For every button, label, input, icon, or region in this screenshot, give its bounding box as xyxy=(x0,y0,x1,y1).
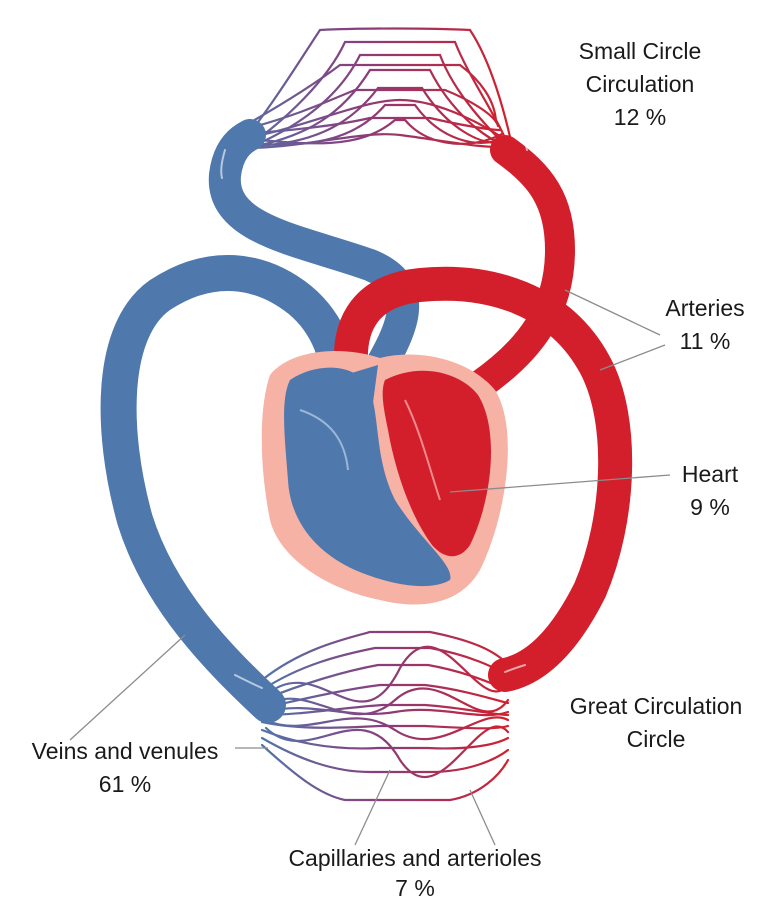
arteries-label: Arteries 11 % xyxy=(650,292,760,358)
pulmonary-capillaries xyxy=(225,29,515,166)
heart-label: Heart 9 % xyxy=(660,458,760,524)
heart xyxy=(262,351,508,604)
great-circle-label: Great Circulation Circle xyxy=(545,690,767,756)
veins-label: Veins and venules 61 % xyxy=(5,735,245,801)
arteries-value: 11 % xyxy=(650,325,760,358)
arteries-name: Arteries xyxy=(650,292,760,325)
pulmonary-vessel-red xyxy=(480,150,560,385)
heart-name: Heart xyxy=(660,458,760,491)
capillaries-leader-2 xyxy=(470,790,495,845)
small-circle-name-2: Circulation xyxy=(545,68,735,101)
small-circle-label: Small Circle Circulation 12 % xyxy=(545,35,735,134)
veins-name: Veins and venules xyxy=(5,735,245,768)
veins-value: 61 % xyxy=(5,768,245,801)
heart-value: 9 % xyxy=(660,491,760,524)
capillaries-leader-1 xyxy=(355,770,390,845)
systemic-capillaries xyxy=(262,632,508,800)
capillaries-name: Capillaries and arterioles xyxy=(250,843,580,873)
capillaries-label: Capillaries and arterioles 7 % xyxy=(250,843,580,903)
great-circle-name-2: Circle xyxy=(545,723,767,756)
veins-leader-1 xyxy=(70,635,185,740)
great-circle-name-1: Great Circulation xyxy=(545,690,767,723)
small-circle-name-1: Small Circle xyxy=(545,35,735,68)
small-circle-value: 12 % xyxy=(545,101,735,134)
